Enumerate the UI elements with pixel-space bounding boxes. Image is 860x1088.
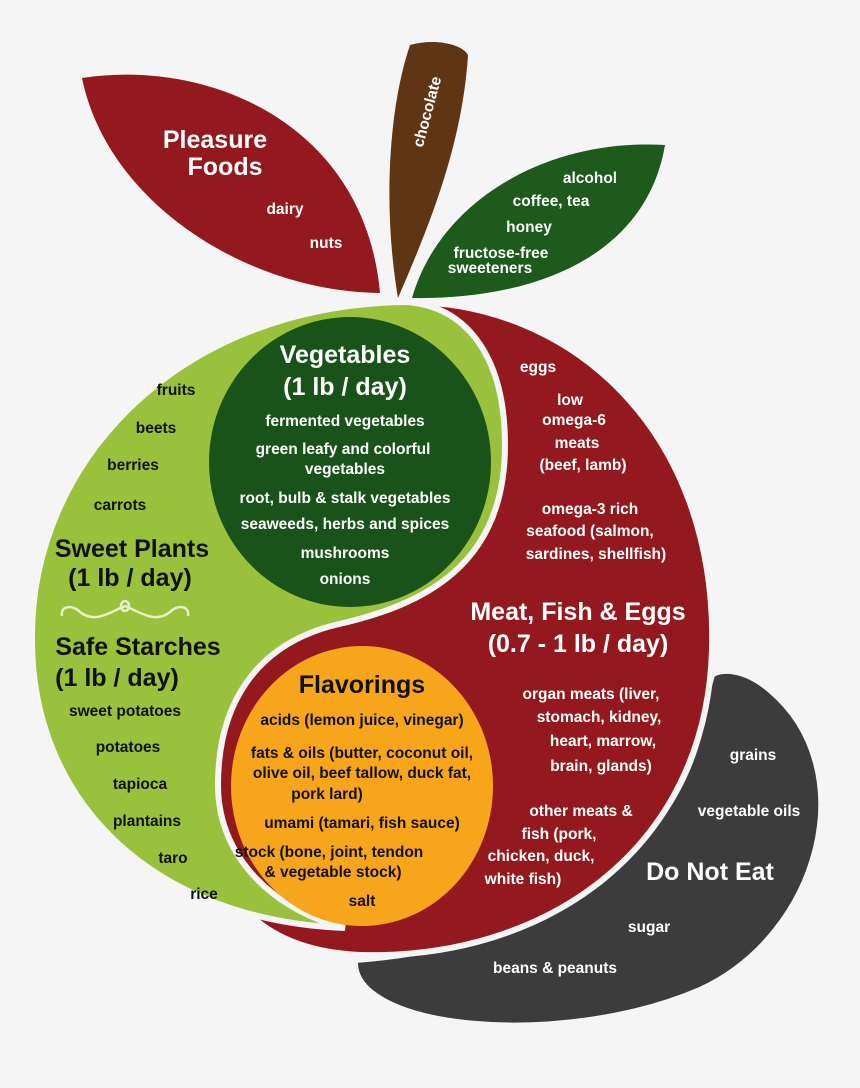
do-not-eat-item: vegetable oils [698, 803, 801, 820]
moderate-foods-leaf [412, 144, 665, 299]
moderate-item: sweeteners [448, 260, 532, 277]
meat-item: chicken, duck, [488, 848, 595, 865]
flavorings-title: Flavorings [299, 671, 425, 699]
vegetables-amount: (1 lb / day) [283, 373, 407, 401]
vegetables-item: vegetables [305, 461, 385, 478]
pleasure-item: dairy [266, 201, 303, 218]
meat-item: sardines, shellfish) [526, 546, 666, 563]
do-not-eat-item: beans & peanuts [493, 960, 617, 977]
safe-starches-item: potatoes [96, 739, 161, 756]
meat-amount: (0.7 - 1 lb / day) [488, 630, 669, 658]
meat-item: stomach, kidney, [537, 709, 662, 726]
safe-starches-item: taro [158, 850, 187, 867]
meat-item: fish (pork, [522, 826, 597, 843]
vegetables-item: onions [320, 571, 371, 588]
flavorings-circle [231, 646, 493, 926]
flavorings-item: salt [349, 893, 376, 910]
meat-item: organ meats (liver, [523, 686, 660, 703]
meat-item: other meats & [529, 803, 632, 820]
flavorings-item: fats & oils (butter, coconut oil, [251, 745, 473, 762]
meat-item: brain, glands) [550, 758, 652, 775]
sweet-plants-item: carrots [94, 497, 147, 514]
flavorings-item: stock (bone, joint, tendon [235, 844, 424, 861]
safe-starches-amount: (1 lb / day) [55, 664, 179, 692]
pleasure-foods-title: Pleasure [163, 126, 267, 154]
safe-starches-item: plantains [113, 813, 181, 830]
moderate-item: coffee, tea [513, 193, 590, 210]
safe-starches-title: Safe Starches [55, 633, 220, 661]
moderate-item: honey [506, 219, 552, 236]
meat-item: seafood (salmon, [526, 523, 653, 540]
safe-starches-item: rice [190, 886, 218, 903]
do-not-eat-item: grains [730, 747, 777, 764]
moderate-item: alcohol [563, 170, 617, 187]
flourish-divider [60, 599, 190, 619]
sweet-plants-item: berries [107, 457, 159, 474]
pleasure-foods-title: Foods [188, 153, 263, 181]
vegetables-item: mushrooms [301, 545, 390, 562]
meat-title: Meat, Fish & Eggs [470, 598, 685, 626]
vegetables-circle [209, 317, 491, 607]
pleasure-item: nuts [310, 235, 343, 252]
meat-item: white fish) [484, 871, 562, 888]
flavorings-item: pork lard) [291, 786, 362, 803]
sweet-plants-amount: (1 lb / day) [68, 564, 192, 592]
flavorings-item: & vegetable stock) [265, 864, 402, 881]
vegetables-item: root, bulb & stalk vegetables [239, 490, 450, 507]
moderate-item: fructose-free [454, 245, 549, 262]
flavorings-item: umami (tamari, fish sauce) [264, 815, 460, 832]
pleasure-foods-leaf [82, 74, 380, 293]
do-not-eat-item: sugar [628, 919, 670, 936]
meat-item: omega-3 rich [542, 501, 638, 518]
meat-item: eggs [520, 359, 556, 376]
meat-item: omega-6 [542, 412, 606, 429]
meat-item: low [557, 392, 584, 409]
sweet-plants-title: Sweet Plants [55, 535, 209, 563]
chocolate-stem [389, 41, 468, 298]
flavorings-item: acids (lemon juice, vinegar) [260, 712, 463, 729]
do-not-eat-title: Do Not Eat [646, 858, 774, 886]
safe-starches-item: sweet potatoes [69, 703, 181, 720]
sweet-plants-item: beets [136, 420, 177, 437]
vegetables-title: Vegetables [280, 341, 411, 369]
meat-item: (beef, lamb) [540, 457, 627, 474]
vegetables-item: fermented vegetables [265, 413, 424, 430]
safe-starches-item: tapioca [113, 776, 168, 793]
flavorings-item: olive oil, beef tallow, duck fat, [253, 765, 471, 782]
meat-item: heart, marrow, [550, 733, 656, 750]
vegetables-item: seaweeds, herbs and spices [241, 516, 450, 533]
vegetables-item: green leafy and colorful [256, 441, 431, 458]
sweet-plants-item: fruits [157, 382, 196, 399]
meat-item: meats [555, 435, 600, 452]
